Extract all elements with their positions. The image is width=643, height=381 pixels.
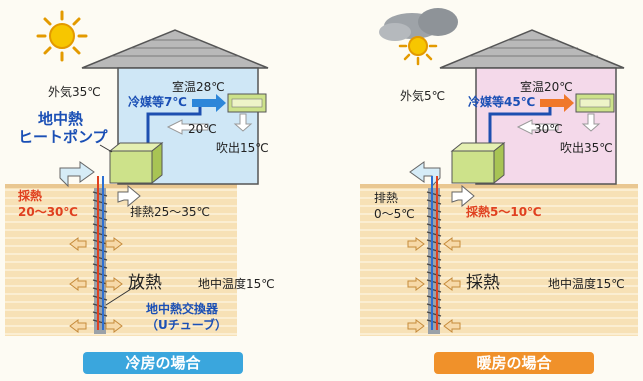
sun-behind-cloud-icon (398, 36, 438, 66)
heating-exhaust-label: 排熱 (374, 191, 399, 205)
heat-pump-label-line1: 地中熱 (38, 110, 84, 128)
cooling-refrigerant-arrow (192, 94, 226, 112)
cooling-release-label: 放熱 (128, 273, 162, 293)
heating-ground-arrows (407, 237, 461, 333)
exchanger-label-line1: 地中熱交換器 (146, 302, 219, 316)
cooling-ground (5, 184, 237, 336)
cooling-exhaust-arrow (117, 184, 141, 208)
heating-room-temp: 室温20℃ (520, 80, 573, 94)
heating-collect-ground-label: 採熱 (466, 273, 500, 293)
cooling-exhaust-label: 排熱25〜35℃ (130, 205, 211, 219)
cooling-panel (5, 10, 269, 336)
heating-return-temp: 30℃ (534, 122, 563, 136)
heating-exhaust-arrow (409, 161, 441, 188)
heating-panel (360, 8, 638, 336)
cooling-collect-arrow (59, 161, 95, 188)
heat-pump-label-line2: ヒートポンプ (18, 128, 108, 146)
exchanger-label-line2: （Uチューブ） (146, 318, 228, 332)
heating-collect-arrow (451, 184, 475, 208)
cooling-case-badge: 冷房の場合 (83, 352, 243, 374)
heating-ground (360, 184, 638, 336)
cooling-ground-arrows (69, 237, 123, 333)
sun-icon (36, 10, 88, 62)
cooling-return-arrow (166, 119, 209, 135)
heating-exhaust-range: 0〜5℃ (374, 207, 415, 221)
heating-return-arrow (516, 119, 559, 135)
cooling-return-temp: 20℃ (188, 122, 217, 136)
cooling-collect-range: 20〜30℃ (18, 205, 78, 219)
heating-outside-temp: 外気5℃ (400, 89, 446, 103)
heating-ground-temp: 地中温度15℃ (548, 277, 625, 291)
cloud-icon (379, 8, 458, 41)
cooling-ground-temp: 地中温度15℃ (198, 277, 275, 291)
heating-heat-pump-unit (450, 141, 506, 185)
cooling-heat-pump-unit (108, 141, 164, 185)
heating-collect-temp: 採熱5〜10℃ (466, 205, 542, 219)
cooling-indoor-unit (227, 93, 267, 132)
heating-indoor-unit (575, 93, 615, 132)
heating-refrigerant-arrow (540, 94, 574, 112)
cooling-collect-label: 採熱 (18, 189, 43, 203)
heating-blow-out-temp: 吹出35℃ (560, 141, 613, 155)
heating-refrigerant-temp: 冷媒等45℃ (468, 95, 536, 109)
cooling-room-temp: 室温28℃ (172, 80, 225, 94)
heating-case-badge: 暖房の場合 (434, 352, 594, 374)
cooling-outside-temp: 外気35℃ (48, 85, 101, 99)
cooling-refrigerant-temp: 冷媒等7℃ (128, 95, 187, 109)
cooling-blow-out-temp: 吹出15℃ (216, 141, 269, 155)
